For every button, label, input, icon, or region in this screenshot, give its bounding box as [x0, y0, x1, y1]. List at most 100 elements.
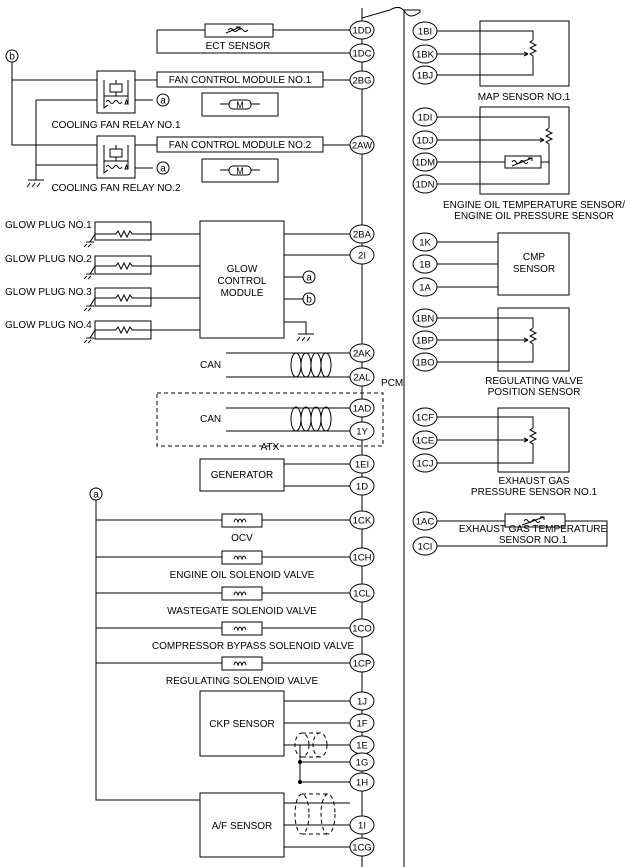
pcm-right-pin-circle [412, 536, 438, 556]
svg-text:CONTROL: CONTROL [218, 276, 267, 287]
pcm-left-pin-label: 1DD [352, 26, 371, 37]
ect-sensor-label: ECT SENSOR [206, 41, 271, 52]
svg-text:MODULE: MODULE [221, 288, 264, 299]
glow-plug-1: GLOW PLUG NO.1 [5, 220, 200, 248]
svg-text:EXHAUST GAS TEMPERATURE: EXHAUST GAS TEMPERATURE [459, 524, 608, 535]
cooling-fan-relay-1-label: COOLING FAN RELAY NO.1 [51, 120, 181, 131]
svg-text:CMP: CMP [523, 252, 546, 263]
pcm-left-pin-circle [349, 343, 375, 363]
connector-b-label: b [9, 52, 15, 63]
pcm-right-pin-circle [412, 308, 438, 328]
cooling-fan-relay-2-label: COOLING FAN RELAY NO.2 [51, 183, 181, 194]
pcm-right-pin-circle [412, 511, 438, 531]
connector-a-marker-2 [156, 161, 170, 175]
ckp-sensor-circuit: CKP SENSOR [199, 690, 350, 784]
pcm-left-pin-circle [349, 583, 375, 603]
glow-plug-3: GLOW PLUG NO.3 [5, 287, 200, 312]
glow-plug-4: GLOW PLUG NO.4 [5, 320, 200, 344]
pcm-right-pin-label: 1BN [416, 314, 435, 325]
pcm-left-pin-label: 1CO [352, 624, 372, 635]
pcm-left-pin-label: 2I [358, 251, 366, 262]
svg-text:WASTEGATE SOLENOID VALVE: WASTEGATE SOLENOID VALVE [167, 606, 317, 617]
pcm-left-pin-label: 1E [356, 741, 368, 752]
glow-control-module-box [199, 220, 285, 339]
pcm-left-pins: 1DD1DC2BG2AW2BA2I2AK2AL1AD1Y1EI1D1CK1CH1… [349, 20, 375, 857]
pcm-right-pin-circle [412, 232, 438, 252]
pcm-right-pin-circle [412, 65, 438, 85]
exhaust-gas-temp-circuit: EXHAUST GAS TEMPERATURE SENSOR NO.1 [437, 513, 608, 547]
pcm-left-pin-label: 1AD [353, 404, 372, 415]
pcm-right-pin-label: 1CI [418, 542, 433, 553]
svg-text:COMPRESSOR BYPASS SOLENOID VAL: COMPRESSOR BYPASS SOLENOID VALVE [152, 641, 355, 652]
svg-text:ENGINE OIL TEMPERATURE SENSOR/: ENGINE OIL TEMPERATURE SENSOR/ [443, 200, 625, 211]
pcm-right-pin-label: 1K [419, 238, 431, 249]
engine-oil-temp-pressure-circuit: ENGINE OIL TEMPERATURE SENSOR/ ENGINE OI… [437, 106, 625, 222]
cmp-sensor-box [497, 232, 570, 296]
pcm-right-pin-circle [412, 330, 438, 350]
ect-sensor-circuit: ECT SENSOR [156, 23, 350, 54]
pcm-right-pin-label: 1CF [416, 413, 434, 424]
pcm-right-pin-circle [412, 130, 438, 150]
pcm-right-pin-label: 1A [419, 283, 431, 294]
connector-a-marker-3 [302, 270, 316, 284]
svg-text:GENERATOR: GENERATOR [211, 470, 273, 481]
svg-text:FAN CONTROL MODULE NO.1: FAN CONTROL MODULE NO.1 [169, 75, 312, 86]
pcm-left-pin-label: 1CK [353, 516, 372, 527]
connector-b-marker-2 [302, 292, 316, 306]
pcm-right-pin-label: 1DM [415, 158, 435, 169]
svg-text:PRESSURE SENSOR NO.1: PRESSURE SENSOR NO.1 [471, 487, 598, 498]
atx-label: ATX [261, 442, 280, 453]
pcm-right-pins: 1BI1BK1BJ1DI1DJ1DM1DN1K1B1A1BN1BP1BO1CF1… [412, 21, 438, 556]
pcm-left-pin-circle [349, 476, 375, 496]
pcm-left-pin-circle [349, 618, 375, 638]
svg-text:SENSOR NO.1: SENSOR NO.1 [499, 535, 568, 546]
pcm-right-pin-label: 1BP [416, 336, 434, 347]
pcm-left-pin-circle [349, 691, 375, 711]
svg-text:GLOW PLUG NO.4: GLOW PLUG NO.4 [5, 320, 92, 331]
pcm-right-pin-label: 1BO [415, 358, 434, 369]
svg-text:EXHAUST GAS: EXHAUST GAS [499, 476, 570, 487]
ground-icon [296, 333, 314, 342]
pcm-outline [361, 6, 421, 867]
pcm-right-pin-circle [412, 453, 438, 473]
svg-text:GLOW PLUG NO.3: GLOW PLUG NO.3 [5, 287, 92, 298]
pcm-right-pin-circle [412, 21, 438, 41]
svg-text:M: M [236, 166, 244, 176]
cmp-sensor-circuit: CMP SENSOR [437, 232, 570, 296]
pcm-left-pin-label: 1J [357, 697, 367, 708]
pcm-right-pin-circle [412, 152, 438, 172]
pcm-left-pin-circle [349, 837, 375, 857]
pcm-left-pin-label: 1H [356, 778, 368, 789]
pcm-left-pin-label: 2AL [354, 373, 371, 384]
connector-a-marker-1 [156, 93, 170, 107]
svg-text:ENGINE OIL SOLENOID VALVE: ENGINE OIL SOLENOID VALVE [170, 570, 315, 581]
pcm-left-pin-circle [349, 43, 375, 63]
engine-oil-sensor-box [479, 106, 570, 195]
svg-text:OCV: OCV [231, 533, 253, 544]
pcm-left-pin-circle [349, 772, 375, 792]
wastegate-solenoid-box [221, 586, 263, 601]
pcm-left-pin-label: 1CH [352, 553, 371, 564]
pcm-left-pin-label: 1DC [352, 49, 371, 60]
pcm-left-pin-label: 2AK [353, 349, 372, 360]
svg-text:ENGINE OIL PRESSURE SENSOR: ENGINE OIL PRESSURE SENSOR [454, 211, 614, 222]
pcm-left-pin-circle [349, 398, 375, 418]
exhaust-gas-pressure-circuit: EXHAUST GAS PRESSURE SENSOR NO.1 [437, 407, 598, 498]
pcm-label: PCM [381, 378, 403, 389]
pcm-left-pin-label: 1I [358, 821, 366, 832]
pcm-left-pin-label: 1EI [355, 460, 369, 471]
pcm-left-pin-circle [349, 245, 375, 265]
pcm-right-pin-circle [412, 107, 438, 127]
pcm-right-pin-label: 1CE [416, 436, 434, 447]
pcm-left-pin-circle [349, 653, 375, 673]
pcm-right-pin-label: 1B [419, 260, 431, 271]
svg-text:FAN CONTROL MODULE NO.2: FAN CONTROL MODULE NO.2 [169, 140, 312, 151]
pcm-right-pin-label: 1DJ [417, 136, 434, 147]
pcm-left-pin-circle [349, 20, 375, 40]
pcm-left-pin-circle [349, 815, 375, 835]
svg-text:CKP SENSOR: CKP SENSOR [209, 719, 274, 730]
svg-text:GLOW PLUG NO.1: GLOW PLUG NO.1 [5, 220, 92, 231]
solenoid-circuits: a OCV ENGINE OIL SOLENOID VALVE WASTEGAT… [89, 487, 355, 801]
pcm-left-pin-label: 1D [356, 482, 368, 493]
